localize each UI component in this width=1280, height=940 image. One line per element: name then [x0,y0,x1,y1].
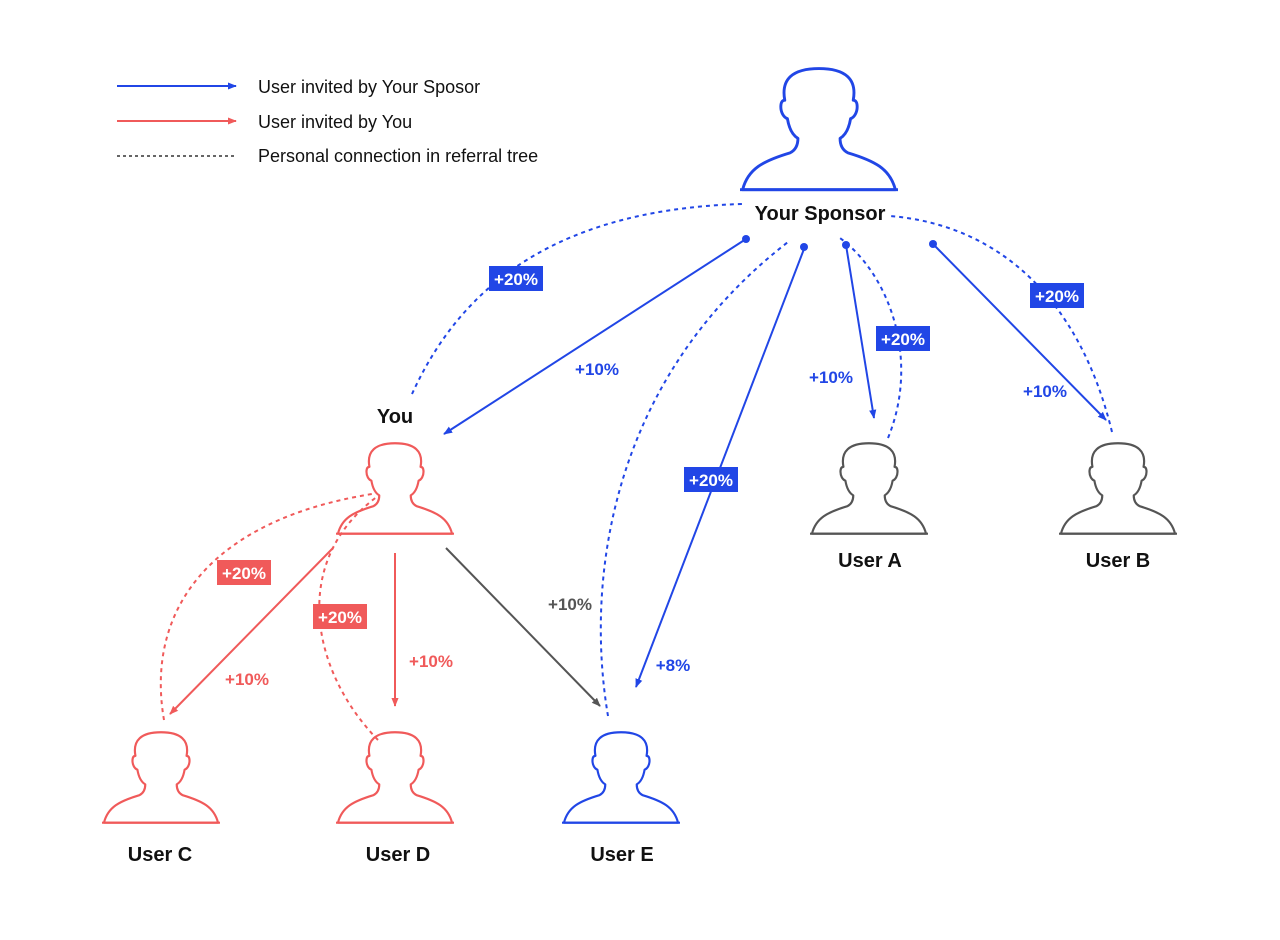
legend-sponsor-invite-label: User invited by Your Sposor [258,77,480,97]
badge-bg-you-user-d [313,604,367,629]
badge-bg-sponsor-user-e [684,467,738,492]
node-name-user-d: User D [366,844,430,866]
dot-sponsor-user-a [842,241,850,249]
arrow-you-user-c [169,547,334,715]
legend: User invited by Your Sposor User invited… [117,77,538,166]
badge-sponsor-user-e: +20% [689,471,733,490]
node-name-user-a: User A [838,550,902,572]
pct-sponsor-user-e: +8% [656,656,691,675]
dot-sponsor-you [742,235,750,243]
node-name-user-b: User B [1086,550,1150,572]
user-e-person-icon [562,731,680,824]
badge-bg-you-user-c [217,560,271,585]
dashed-you-user-c [159,493,373,721]
pct-sponsor-you: +10% [575,360,619,379]
percent-labels: +10% +8% +10% +10% +10% +10% +10% [225,360,1067,689]
pct-you-user-d: +10% [409,652,453,671]
dot-sponsor-user-e [800,243,808,251]
people [102,67,1177,824]
badge-you-user-c: +20% [222,564,266,583]
dashed-sponsor-user-e [599,241,789,717]
user-b-person-icon [1059,442,1177,535]
node-name-user-c: User C [128,844,192,866]
badge-sponsor-user-a: +20% [881,330,925,349]
arrow-sponsor-user-a [845,244,877,419]
you-person-icon [336,442,454,535]
dot-sponsor-user-b [929,240,937,248]
badge-you-user-d: +20% [318,608,362,627]
arrow-sponsor-user-b [932,243,1107,421]
user-d-person-icon [336,731,454,824]
node-name-user-e: User E [590,844,653,866]
arrow-sponsor-you [443,238,747,435]
legend-you-invite-label: User invited by You [258,112,412,132]
user-c-person-icon [102,731,220,824]
percent-badges: +20% +20% +20% +20% +20% +20% [217,266,1084,629]
node-name-sponsor: Your Sponsor [755,203,886,225]
legend-personal-connection-label: Personal connection in referral tree [258,146,538,166]
dashed-sponsor-user-b [889,215,1113,433]
arrow-origin-dots [742,235,937,251]
badge-bg-sponsor-user-b [1030,283,1084,308]
pct-you-user-e: +10% [548,595,592,614]
pct-you-user-c: +10% [225,670,269,689]
pct-sponsor-user-b: +10% [1023,382,1067,401]
badge-sponsor-user-b: +20% [1035,287,1079,306]
badge-sponsor-you: +20% [494,270,538,289]
user-a-person-icon [810,442,928,535]
solid-arrows [169,238,1107,715]
pct-sponsor-user-a: +10% [809,368,853,387]
node-names: Your Sponsor You User A User B User C Us… [128,203,1150,866]
badge-bg-sponsor-user-a [876,326,930,351]
arrow-you-user-e [445,547,601,707]
node-name-you: You [377,406,413,428]
sponsor-person-icon [740,67,898,192]
badge-bg-sponsor-you [489,266,543,291]
dashed-connections [159,203,1113,741]
